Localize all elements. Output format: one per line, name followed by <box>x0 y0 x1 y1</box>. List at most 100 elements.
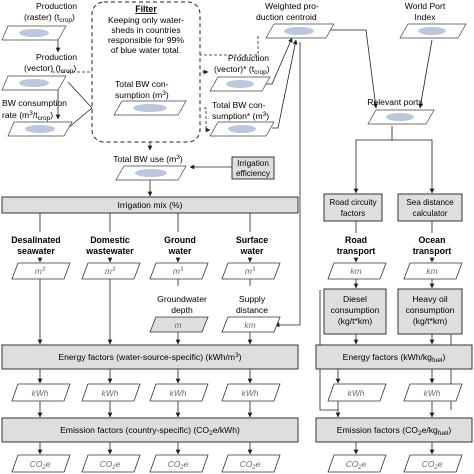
total-bw-consumption-label-line2: sumption (m3) <box>115 90 169 100</box>
desalinated-label-line2: seawater <box>17 246 55 256</box>
unit-road-shape <box>327 262 387 280</box>
road-circuity-line2: factors <box>341 209 366 218</box>
emission-factors-transport-bar: Emission factors (CO2e/kgfuel) <box>315 417 473 443</box>
groundwater-depth-unit: m <box>175 320 182 330</box>
emission-factors-water-bar: Emission factors (country-specific) (CO2… <box>1 417 299 443</box>
kwh-desalinated: kWh <box>11 383 71 402</box>
kwh-ground: kWh <box>149 383 209 402</box>
road-circuity-box: Road circuity factors <box>323 193 383 222</box>
filter-text-line3: responsible for 99% <box>108 35 184 45</box>
production-vector-label-line1: Production <box>36 52 77 62</box>
total-bw-consumption-card: Total BW con- sumption (m3) <box>113 79 187 116</box>
weighted-centroid-label-line2: duction centroid <box>256 12 317 22</box>
production-vector-star-card: Production (vector)* (tcrop) <box>209 53 271 92</box>
production-vector-card: Production (vector) (tcrop) <box>1 52 77 91</box>
unit-road-km: km <box>327 262 387 280</box>
total-bw-consumption-star-label-line2: sumption* (m3) <box>212 111 269 121</box>
co2e-road-text: CO2e <box>346 459 367 471</box>
co2e-desalinated: CO2e <box>11 454 71 473</box>
unit-domestic-shape <box>81 262 141 280</box>
diesel-line2: consumption <box>331 305 380 315</box>
supply-distance-line2: distance <box>236 305 268 315</box>
co2e-ocean-shape <box>403 454 463 473</box>
total-bw-consumption-star-card: Total BW con- sumption* (m3) <box>209 100 275 137</box>
world-port-index-label-line2: Index <box>414 12 436 22</box>
emission-factors-transport-rect <box>315 417 473 443</box>
emission-factors-water-rect <box>1 417 299 443</box>
heavy-oil-line1: Heavy oil <box>412 294 447 304</box>
supply-distance-card: Supply distance km <box>221 294 281 333</box>
connector-lines <box>37 28 452 455</box>
unit-ground-shape <box>149 262 209 280</box>
kwh-domestic: kWh <box>81 383 141 402</box>
irrigation-efficiency-rect <box>231 156 275 180</box>
irrigation-efficiency-box: Irrigation efficiency <box>231 156 275 180</box>
heavy-oil-line3: (kg/t*km) <box>413 316 448 326</box>
groundwater-depth-line1: Groundwater <box>157 294 207 304</box>
kwh-ocean-shape <box>403 383 463 402</box>
unit-ocean-text: km <box>426 266 437 276</box>
unit-ground-text: m3 <box>173 266 184 276</box>
filter-title: Filter <box>135 4 157 14</box>
co2e-road: CO2e <box>327 454 387 473</box>
production-raster-label-line1: Production <box>36 1 77 11</box>
groundwater-depth-line2: depth <box>171 305 193 315</box>
filter-text-line2: sheds in countries <box>111 25 180 35</box>
transport-road: Road transport <box>337 235 376 256</box>
sea-distance-line2: calculator <box>412 209 447 218</box>
unit-desalinated-text: m3 <box>35 266 46 276</box>
co2e-desalinated-text: CO2e <box>30 459 51 471</box>
co2e-ground: CO2e <box>149 454 209 473</box>
kwh-surface-text: kWh <box>242 388 259 398</box>
energy-factors-transport-bar: Energy factors (kWh/kgfuel) <box>315 344 473 370</box>
filter-text-line4: of blue water total. <box>111 45 181 55</box>
unit-ocean-shape <box>403 262 463 280</box>
co2e-domestic: CO2e <box>81 454 141 473</box>
weighted-centroid-label-line1: Weighted pro- <box>265 1 319 11</box>
kwh-domestic-text: kWh <box>102 388 119 398</box>
co2e-domestic-text: CO2e <box>100 459 121 471</box>
water-source-ground: Ground water <box>164 235 196 256</box>
kwh-surface-shape <box>221 383 281 402</box>
domestic-label-line2: wastewater <box>85 246 134 256</box>
unit-domestic-m3: m3 <box>81 262 141 280</box>
bw-consumption-rate-label-line2: rate (m3/tcrop) <box>2 110 53 122</box>
irrigation-efficiency-line2: efficiency <box>236 169 271 178</box>
total-bw-use-label: Total BW use (m3) <box>113 154 183 164</box>
irrigation-mix-rect <box>1 196 299 214</box>
groundwater-depth-card: Groundwater depth m <box>149 294 209 333</box>
irrigation-mix-bar: Irrigation mix (%) <box>1 196 299 214</box>
co2e-desalinated-shape <box>11 454 71 473</box>
kwh-ground-shape <box>149 383 209 402</box>
unit-desalinated-m3: m3 <box>11 262 71 280</box>
ocean-transport-line1: Ocean <box>419 235 446 245</box>
road-circuity-rect <box>323 193 383 222</box>
production-vector-star-map-blob <box>226 80 254 88</box>
unit-desalinated-shape <box>11 262 71 280</box>
energy-factors-transport-label: Energy factors (kWh/kgfuel) <box>343 352 446 364</box>
ocean-transport-line2: transport <box>413 246 452 256</box>
co2e-surface: CO2e <box>221 454 281 473</box>
surface-label-line2: water <box>240 246 265 256</box>
co2e-surface-shape <box>221 454 281 473</box>
road-transport-line1: Road <box>345 235 367 245</box>
co2e-road-shape <box>327 454 387 473</box>
road-circuity-line1: Road circuity <box>329 198 377 207</box>
kwh-desalinated-shape <box>11 383 71 402</box>
kwh-road-text: kWh <box>348 388 365 398</box>
diesel-line1: Diesel <box>343 294 367 304</box>
domestic-label-line1: Domestic <box>90 235 130 245</box>
water-source-domestic: Domestic wastewater <box>85 235 134 256</box>
kwh-ocean: kWh <box>403 383 463 402</box>
ground-label-line2: water <box>168 246 193 256</box>
production-vector-star-label-line1: Production <box>228 53 269 63</box>
emission-factors-water-label: Emission factors (country-specific) (CO2… <box>60 425 240 437</box>
ground-label-line1: Ground <box>164 235 196 245</box>
supply-distance-line1: Supply <box>239 294 266 304</box>
co2e-ocean: CO2e <box>403 454 463 473</box>
transport-ocean: Ocean transport <box>413 235 452 256</box>
diesel-line3: (kg/t*km) <box>338 316 373 326</box>
bw-consumption-rate-map-blob <box>25 125 55 133</box>
sea-distance-line1: Sea distance <box>406 198 454 207</box>
